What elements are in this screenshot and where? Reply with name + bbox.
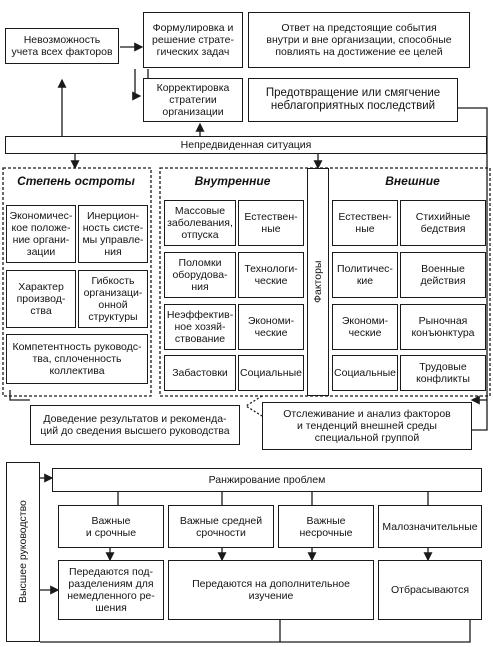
severity-cell: Компетентность руководс- тва, сплоченнос… (6, 334, 148, 384)
top-management-box: Высшее руководство (6, 462, 40, 642)
correction-box: Корректировка стратегии организации (143, 78, 243, 122)
internal-type: Технологи- ческие (238, 252, 304, 298)
category-box: Малозначительные (378, 505, 482, 548)
monitoring-box: Отслеживание и анализ факторов и тенденц… (262, 402, 472, 450)
internal-example: Неэффектив- ное хозяй- ствование (164, 304, 236, 350)
severity-title: Степень остроты (17, 174, 135, 188)
category-box: Важные средней срочности (168, 505, 274, 548)
category-box: Важные и срочные (58, 505, 164, 548)
external-example: Стихийные бедствия (400, 200, 486, 246)
external-example: Трудовые конфликты (400, 355, 486, 391)
answer-box: Ответ на предстоящие события внутри и вн… (248, 12, 470, 68)
external-factors-title: Внешние (385, 174, 440, 188)
category-box: Важные несрочные (278, 505, 374, 548)
factors-label: Факторы (307, 168, 329, 396)
severity-cell: Характер производ- ства (6, 270, 76, 328)
external-type: Естествен- ные (332, 200, 398, 246)
reporting-box: Доведение результатов и рекоменда- ций д… (30, 405, 240, 445)
action-box: Отбрасываются (378, 560, 482, 620)
internal-example: Массовые заболевания, отпуска (164, 200, 236, 246)
external-example: Военные действия (400, 252, 486, 298)
external-type: Экономи- ческие (332, 304, 398, 350)
severity-cell: Инерцион- ность систе- мы управле- ния (78, 205, 148, 263)
formulation-box: Формулировка и решение страте- гических … (143, 12, 243, 68)
unforeseen-situation-box: Непредвиденная ситуация (5, 136, 487, 154)
external-type: Социальные (332, 355, 398, 391)
external-example: Рыночная конъюнктура (400, 304, 486, 350)
severity-cell: Экономичес- кое положе- ние органи- заци… (6, 205, 76, 263)
internal-type: Социальные (238, 355, 304, 391)
internal-type: Естествен- ные (238, 200, 304, 246)
severity-cell: Гибкость организаци- онной структуры (78, 270, 148, 328)
internal-example: Поломки оборудова- ния (164, 252, 236, 298)
internal-type: Экономи- ческие (238, 304, 304, 350)
internal-example: Забастовки (164, 355, 236, 391)
impossibility-box: Невозможность учета всех факторов (5, 28, 119, 64)
action-box: Передаются под- разделениям для немедлен… (58, 560, 164, 620)
internal-factors-title: Внутренние (194, 174, 271, 188)
prevention-box: Предотвращение или смягчение неблагоприя… (248, 78, 458, 122)
action-box: Передаются на дополнительное изучение (168, 560, 374, 620)
external-type: Политичес- кие (332, 252, 398, 298)
ranking-box: Ранжирование проблем (52, 468, 482, 492)
